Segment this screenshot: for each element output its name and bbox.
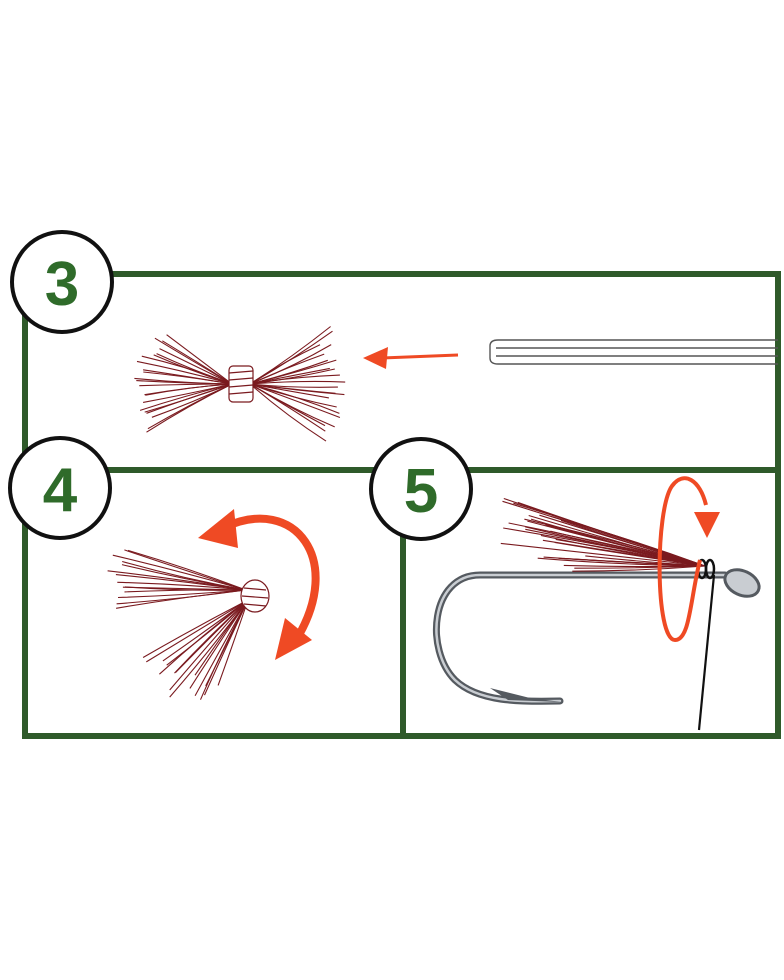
fiber-strand bbox=[117, 581, 247, 591]
step-number-3: 3 bbox=[45, 250, 79, 319]
fiber-bundle bbox=[134, 326, 346, 442]
fiber-strand bbox=[162, 340, 233, 385]
fiber-strand bbox=[500, 542, 706, 567]
fiber-strand bbox=[144, 383, 233, 413]
fiber-strand bbox=[122, 560, 247, 591]
fiber-strand bbox=[527, 520, 706, 567]
fiber-strand bbox=[585, 555, 706, 567]
fiber-strand bbox=[249, 344, 321, 385]
fiber-strand bbox=[189, 599, 249, 689]
fiber-strand bbox=[166, 334, 233, 385]
fiber-strand bbox=[124, 586, 247, 591]
step-badge-5: 5 bbox=[369, 437, 473, 541]
fiber-strand bbox=[249, 326, 331, 385]
fiber-strand bbox=[249, 353, 325, 385]
fiber-strand bbox=[159, 348, 233, 385]
fiber-strand bbox=[143, 369, 233, 385]
fiber-strand bbox=[112, 554, 247, 591]
fiber-strand bbox=[139, 383, 233, 411]
fiber-strand bbox=[117, 589, 247, 599]
fiber-strand bbox=[249, 359, 328, 385]
step-badge-4: 4 bbox=[8, 436, 112, 540]
fiber-strand bbox=[517, 501, 706, 567]
panel-3-content bbox=[134, 326, 778, 442]
fiber-strand bbox=[249, 383, 335, 428]
fiber-strand bbox=[124, 549, 247, 591]
folded-fiber-bundle bbox=[107, 549, 249, 700]
thread-wrap-icon bbox=[228, 365, 254, 403]
fiber-strand bbox=[169, 599, 249, 698]
fiber-strand bbox=[162, 599, 249, 662]
step-number-4: 4 bbox=[43, 456, 78, 525]
step-badge-3: 3 bbox=[10, 230, 114, 334]
fiber-strand bbox=[127, 549, 247, 591]
rotation-arrow-icon bbox=[657, 476, 720, 643]
fiber-strand bbox=[249, 383, 327, 442]
fiber-strand bbox=[249, 383, 329, 399]
fiber-strand bbox=[205, 599, 249, 687]
fiber-strand bbox=[169, 599, 249, 691]
fiber-strand bbox=[151, 383, 233, 418]
fiber-strand bbox=[116, 589, 247, 605]
material-strip bbox=[489, 339, 778, 365]
fiber-strand bbox=[249, 383, 326, 432]
fiber-strand bbox=[249, 383, 340, 414]
arrow-left-icon bbox=[363, 347, 459, 369]
fiber-strand bbox=[146, 599, 249, 663]
fiber-strand bbox=[194, 599, 249, 697]
fiber-strand bbox=[143, 383, 233, 403]
tying-thread bbox=[697, 574, 716, 731]
fiber-strand bbox=[249, 374, 340, 385]
fiber-strand bbox=[525, 528, 706, 567]
fiber-strand bbox=[142, 599, 249, 658]
fiber-strand bbox=[144, 383, 233, 396]
fiber-strand bbox=[249, 380, 346, 385]
fiber-strand bbox=[574, 565, 706, 569]
thread-wrap-icon bbox=[240, 579, 270, 613]
fiber-strand bbox=[174, 599, 249, 674]
fiber-strand bbox=[249, 383, 341, 419]
curved-arrow-icon bbox=[198, 509, 320, 660]
panel-3-frame bbox=[22, 271, 781, 473]
tail-fibers bbox=[500, 497, 706, 572]
fiber-strand bbox=[156, 353, 233, 385]
step-number-5: 5 bbox=[404, 457, 438, 526]
fiber-strand bbox=[134, 377, 233, 385]
fiber-strand bbox=[572, 565, 706, 572]
panel-4-content bbox=[107, 509, 320, 700]
panel-5-content bbox=[432, 476, 761, 731]
panel-5-frame bbox=[400, 467, 781, 739]
fish-hook-icon bbox=[432, 568, 761, 705]
